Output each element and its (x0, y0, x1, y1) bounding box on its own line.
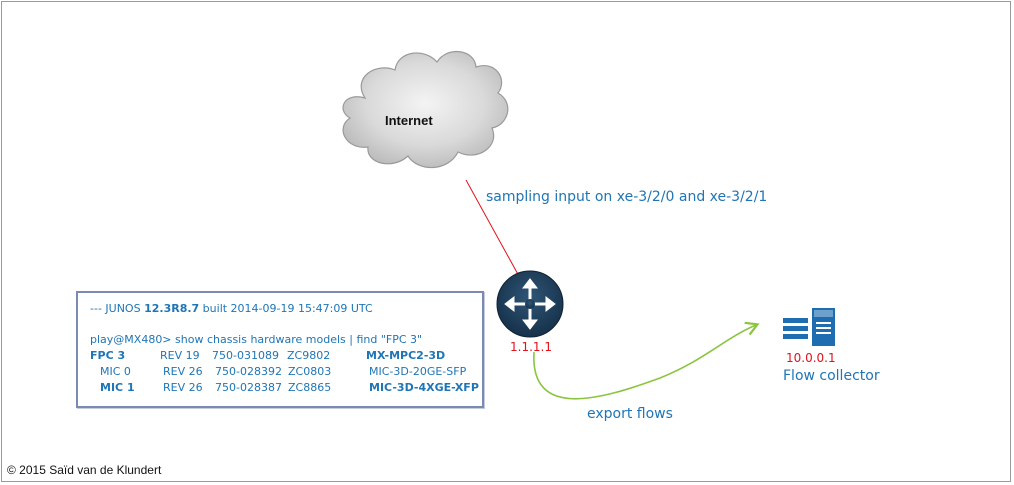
router-icon (496, 270, 564, 338)
cloud-icon (342, 50, 509, 169)
internet-link (465, 179, 521, 279)
cli-row-serial: ZC0803 (288, 365, 332, 378)
cli-header-suffix: built 2014-09-19 15:47:09 UTC (199, 302, 373, 315)
sampling-label: sampling input on xe-3/2/0 and xe-3/2/1 (486, 189, 768, 205)
cli-row: MIC 0 REV 26 750-028392 ZC0803 MIC-3D-20… (90, 365, 480, 379)
copyright-label: © 2015 Saïd van de Klundert (7, 463, 162, 477)
internet-label: Internet (385, 113, 433, 128)
server-icon (783, 308, 835, 346)
cli-row-item: MIC 0 (100, 365, 131, 378)
cli-row-rev: REV 19 (160, 349, 200, 362)
cli-row-serial: ZC9802 (287, 349, 331, 362)
cli-row-part: 750-028392 (215, 365, 282, 378)
cli-junos-version: 12.3R8.7 (144, 302, 200, 315)
cli-row-item: FPC 3 (90, 349, 126, 362)
cli-output-box: --- JUNOS 12.3R8.7 built 2014-09-19 15:4… (76, 291, 484, 408)
export-flow-arrow (533, 321, 760, 400)
cli-row-rev: REV 26 (163, 365, 203, 378)
cli-row-rev: REV 26 (163, 381, 203, 394)
cli-row-serial: ZC8865 (288, 381, 332, 394)
cli-row-model: MIC-3D-20GE-SFP (369, 365, 467, 378)
cli-row: FPC 3 REV 19 750-031089 ZC9802 MX-MPC2-3… (90, 349, 480, 363)
cli-header-line: --- JUNOS 12.3R8.7 built 2014-09-19 15:4… (90, 302, 373, 315)
cli-row-part: 750-028387 (215, 381, 282, 394)
cli-header-prefix: --- JUNOS (90, 302, 145, 315)
cli-row-model: MIC-3D-4XGE-XFP (369, 381, 479, 394)
cli-command: play@MX480> show chassis hardware models… (90, 333, 423, 346)
collector-name-label: Flow collector (783, 368, 880, 384)
cli-row-part: 750-031089 (212, 349, 279, 362)
collector-ip-label: 10.0.0.1 (786, 351, 836, 365)
cli-row-item: MIC 1 (100, 381, 135, 394)
cli-row: MIC 1 REV 26 750-028387 ZC8865 MIC-3D-4X… (90, 381, 480, 395)
router-ip-label: 1.1.1.1 (510, 340, 552, 354)
export-flows-label: export flows (587, 406, 673, 422)
cli-row-model: MX-MPC2-3D (366, 349, 446, 362)
